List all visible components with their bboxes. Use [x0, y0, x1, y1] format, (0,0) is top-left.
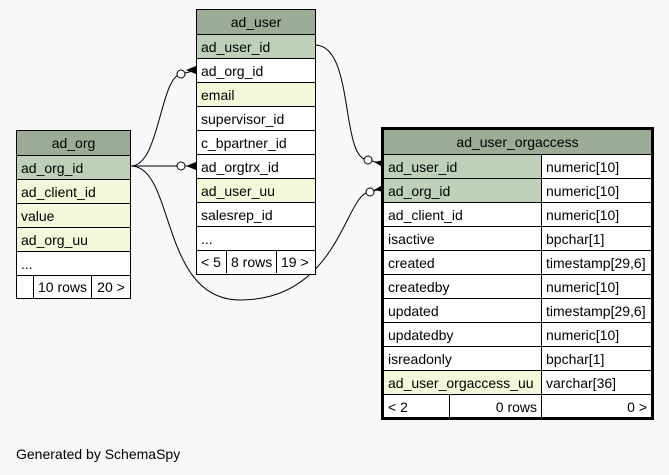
column-row[interactable]: updatedby numeric[10]	[384, 323, 651, 347]
footer-parents[interactable]	[17, 276, 34, 298]
column-row[interactable]: salesrep_id	[197, 203, 315, 227]
column-name: c_bpartner_id	[201, 134, 287, 151]
table-footer: 10 rows 20 >	[17, 276, 130, 298]
footer-rows: 0 rows	[450, 395, 542, 419]
column-row[interactable]: ad_user_orgaccess_uu varchar[36]	[384, 371, 651, 395]
footer-children[interactable]: 20 >	[97, 279, 125, 295]
edge-endpoint-circle	[176, 161, 186, 171]
column-name: ad_org_id	[384, 179, 542, 202]
column-row[interactable]: updated timestamp[29,6]	[384, 299, 651, 323]
column-name: salesrep_id	[201, 206, 273, 223]
edge-ad-user-to-orgaccess-user	[314, 44, 384, 165]
column-row[interactable]: isactive bpchar[1]	[384, 227, 651, 251]
column-name: ad_client_id	[384, 203, 542, 226]
column-name: supervisor_id	[201, 110, 285, 127]
column-name: createdby	[384, 275, 542, 298]
column-name: ad_user_uu	[201, 182, 275, 199]
edge-crowfoot	[186, 66, 196, 74]
column-row[interactable]: ad_client_id numeric[10]	[384, 203, 651, 227]
column-type: bpchar[1]	[546, 230, 605, 247]
edge-ad-org-to-ad-user-org	[130, 69, 197, 167]
generated-by-label: Generated by SchemaSpy	[16, 446, 181, 462]
column-name: ad_user_id	[384, 155, 542, 178]
column-type: numeric[10]	[546, 206, 620, 223]
column-name: ...	[21, 255, 33, 272]
column-name: ad_user_id	[201, 38, 271, 55]
footer-children[interactable]: 19 >	[281, 254, 309, 270]
column-type: varchar[36]	[542, 371, 651, 394]
column-row[interactable]: ad_org_uu	[17, 228, 130, 252]
column-row[interactable]: ad_orgtrx_id	[197, 155, 315, 179]
column-name: isreadonly	[384, 347, 542, 370]
column-name: ad_org_uu	[21, 231, 88, 248]
column-row[interactable]: c_bpartner_id	[197, 131, 315, 155]
column-name: ad_orgtrx_id	[201, 158, 279, 175]
column-name: ad_org_id	[21, 159, 84, 176]
table-title[interactable]: ad_user	[197, 10, 315, 35]
column-row[interactable]: ...	[197, 227, 315, 251]
column-row[interactable]: createdby numeric[10]	[384, 275, 651, 299]
column-name: ad_org_id	[201, 62, 264, 79]
footer-rows: 10 rows	[34, 276, 92, 298]
column-name: updated	[384, 299, 542, 322]
column-row[interactable]: ...	[17, 252, 130, 276]
column-name: value	[21, 207, 55, 224]
footer-children[interactable]: 0 >	[627, 399, 647, 415]
column-name: ...	[201, 230, 213, 247]
column-row[interactable]: isreadonly bpchar[1]	[384, 347, 651, 371]
column-type: timestamp[29,6]	[546, 302, 646, 319]
edge-crowfoot	[186, 162, 196, 170]
column-row[interactable]: ad_client_id	[17, 180, 130, 204]
column-type: numeric[10]	[546, 326, 620, 343]
column-row[interactable]: ad_user_id	[197, 35, 315, 59]
column-row[interactable]: ad_org_id	[197, 59, 315, 83]
edge-ad-org-to-orgaccess-org	[130, 165, 384, 301]
column-name: email	[201, 86, 235, 103]
column-row[interactable]: ad_org_id numeric[10]	[384, 179, 651, 203]
table-footer: < 5 8 rows 19 >	[197, 251, 315, 273]
column-name: created	[384, 251, 542, 274]
table-footer: < 2 0 rows 0 >	[384, 395, 651, 419]
column-type: numeric[10]	[542, 179, 651, 202]
column-row[interactable]: email	[197, 83, 315, 107]
table-ad-org[interactable]: ad_org ad_org_id ad_client_id value ad_o…	[16, 130, 131, 299]
table-ad-user-orgaccess[interactable]: ad_user_orgaccess ad_user_id numeric[10]…	[381, 127, 654, 420]
column-row[interactable]: ad_org_id	[17, 156, 130, 180]
edge-endpoint-circle	[363, 155, 373, 165]
footer-parents[interactable]: < 5	[197, 251, 227, 273]
column-row[interactable]: supervisor_id	[197, 107, 315, 131]
column-name: ad_user_orgaccess_uu	[384, 371, 542, 394]
column-name: ad_client_id	[21, 183, 96, 200]
column-name: updatedby	[384, 323, 542, 346]
column-type: numeric[10]	[542, 155, 651, 178]
column-type: bpchar[1]	[546, 350, 605, 367]
footer-parents[interactable]: < 2	[384, 395, 450, 419]
table-ad-user[interactable]: ad_user ad_user_id ad_org_id email super…	[196, 9, 316, 275]
table-title[interactable]: ad_org	[17, 131, 130, 156]
footer-rows: 8 rows	[227, 251, 277, 273]
column-type: timestamp[29,6]	[546, 254, 646, 271]
column-type: numeric[10]	[546, 278, 620, 295]
edge-endpoint-circle	[176, 69, 186, 79]
column-row[interactable]: value	[17, 204, 130, 228]
table-title[interactable]: ad_user_orgaccess	[384, 130, 651, 155]
edge-endpoint-circle	[365, 187, 375, 197]
column-row[interactable]: ad_user_id numeric[10]	[384, 155, 651, 179]
column-row[interactable]: created timestamp[29,6]	[384, 251, 651, 275]
column-name: isactive	[384, 227, 542, 250]
column-row[interactable]: ad_user_uu	[197, 179, 315, 203]
